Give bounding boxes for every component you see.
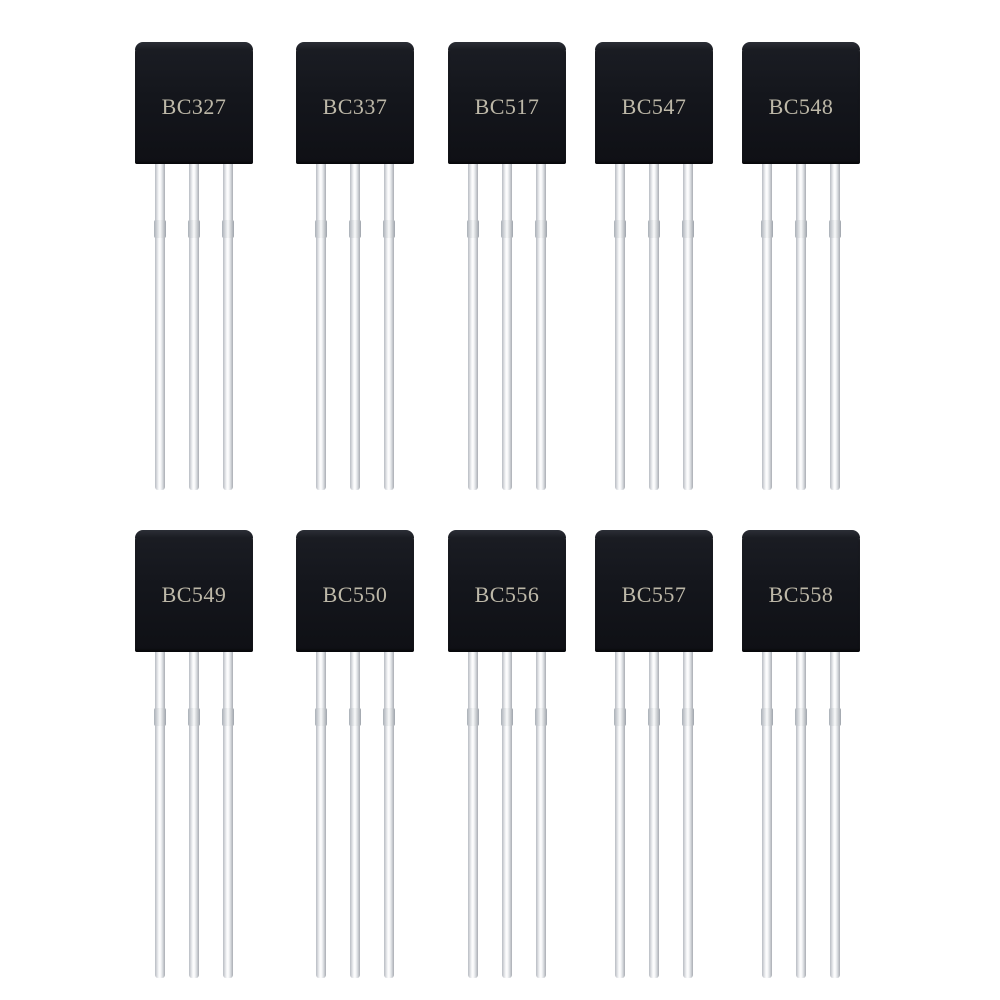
transistor-label: BC550 [322, 582, 388, 607]
transistor-lead-left [761, 652, 773, 978]
transistor-body: BC547 [595, 42, 713, 164]
transistor-bc557: BC557 [595, 530, 715, 990]
transistor-lead-left [467, 652, 479, 978]
transistor-body: BC556 [448, 530, 566, 652]
transistor-bc548: BC548 [742, 42, 862, 502]
transistor-body: BC557 [595, 530, 713, 652]
transistor-lead-middle [795, 652, 807, 978]
transistor-lead-right [222, 164, 234, 490]
transistor-lead-middle [349, 652, 361, 978]
transistor-label: BC557 [621, 582, 687, 607]
transistor-body: BC517 [448, 42, 566, 164]
transistor-label: BC548 [768, 94, 834, 119]
transistor-label: BC337 [322, 94, 388, 119]
transistor-label: BC547 [621, 94, 687, 119]
transistor-lead-left [614, 652, 626, 978]
transistor-lead-right [682, 164, 694, 490]
transistor-bc550: BC550 [296, 530, 416, 990]
transistor-lead-middle [795, 164, 807, 490]
transistor-body: BC548 [742, 42, 860, 164]
transistor-bc547: BC547 [595, 42, 715, 502]
transistor-label: BC556 [474, 582, 540, 607]
transistor-bc549: BC549 [135, 530, 255, 990]
transistor-bc558: BC558 [742, 530, 862, 990]
transistor-body: BC558 [742, 530, 860, 652]
transistor-lead-left [154, 164, 166, 490]
transistor-label: BC517 [474, 94, 540, 119]
transistor-lead-right [535, 164, 547, 490]
transistor-lead-middle [501, 652, 513, 978]
transistor-lead-middle [349, 164, 361, 490]
transistor-lead-right [383, 652, 395, 978]
transistor-lead-left [315, 652, 327, 978]
transistor-body: BC550 [296, 530, 414, 652]
transistor-bc556: BC556 [448, 530, 568, 990]
transistor-lead-left [315, 164, 327, 490]
transistor-body: BC337 [296, 42, 414, 164]
transistor-lead-right [535, 652, 547, 978]
transistor-bc327: BC327 [135, 42, 255, 502]
transistor-bc337: BC337 [296, 42, 416, 502]
transistor-bc517: BC517 [448, 42, 568, 502]
transistor-lead-left [154, 652, 166, 978]
transistor-label: BC327 [161, 94, 227, 119]
transistor-lead-right [383, 164, 395, 490]
transistor-lead-left [614, 164, 626, 490]
transistor-lead-middle [648, 652, 660, 978]
transistor-label: BC549 [161, 582, 227, 607]
transistor-body: BC327 [135, 42, 253, 164]
transistor-label: BC558 [768, 582, 834, 607]
transistor-lead-left [467, 164, 479, 490]
transistor-lead-middle [188, 652, 200, 978]
transistor-lead-right [829, 164, 841, 490]
transistor-body: BC549 [135, 530, 253, 652]
transistor-lead-middle [188, 164, 200, 490]
transistor-lead-middle [501, 164, 513, 490]
transistor-lead-middle [648, 164, 660, 490]
transistor-lead-right [682, 652, 694, 978]
transistor-lead-right [222, 652, 234, 978]
transistor-lead-left [761, 164, 773, 490]
transistor-lead-right [829, 652, 841, 978]
